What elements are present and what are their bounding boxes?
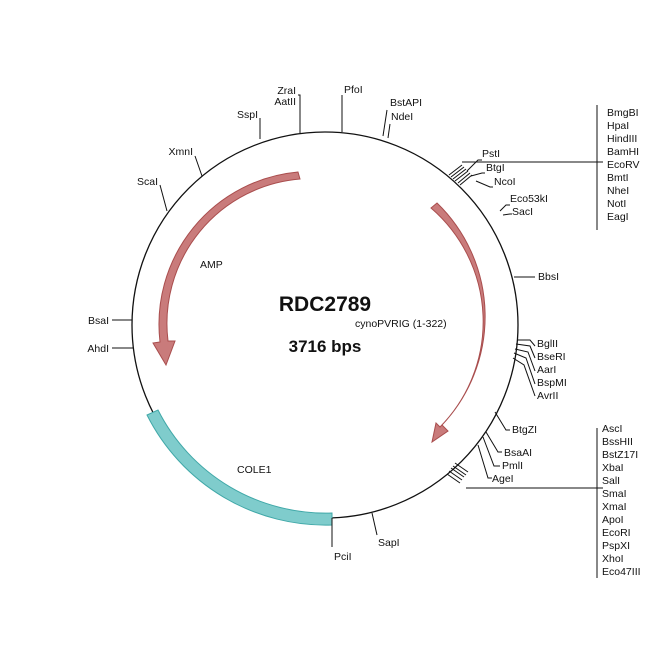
cluster-site-label: BstZ17I <box>602 449 638 461</box>
site-label: NdeI <box>391 111 413 123</box>
plasmid-size: 3716 bps <box>289 337 362 356</box>
cluster-site-label: Eco47III <box>602 566 641 578</box>
cluster-site-label: HpaI <box>607 120 629 132</box>
cluster-site-label: XbaI <box>602 462 624 474</box>
site-cluster-top: BmgBI HpaI HindIII BamHI EcoRV BmtI NheI… <box>607 107 640 223</box>
site-label: AarI <box>537 364 556 376</box>
site-label: AhdI <box>87 343 109 355</box>
site-ticks <box>112 94 603 578</box>
cluster-site-label: NheI <box>607 185 629 197</box>
cluster-site-label: BamHI <box>607 146 639 158</box>
site-label: XmnI <box>168 146 193 158</box>
site-label: SapI <box>378 537 400 549</box>
cluster-site-label: PspXI <box>602 540 630 552</box>
feature-arrow-amp <box>152 171 301 367</box>
site-label: ZraI <box>277 85 296 97</box>
site-label: ScaI <box>137 176 158 188</box>
feature-arrow-cynopvrig <box>430 202 486 444</box>
site-label: PmlI <box>502 460 523 472</box>
site-label: PciI <box>334 551 352 563</box>
site-labels: ZraI AatII PfoI SspI BstAPI NdeI XmnI Ps… <box>87 84 566 563</box>
site-label: BglII <box>537 338 558 350</box>
cluster-site-label: XhoI <box>602 553 624 565</box>
cluster-site-label: SalI <box>602 475 620 487</box>
site-label: NcoI <box>494 176 516 188</box>
site-label: BtgZI <box>512 424 537 436</box>
cluster-site-label: HindIII <box>607 133 637 145</box>
cluster-site-label: NotI <box>607 198 626 210</box>
cluster-site-label: ApoI <box>602 514 624 526</box>
site-label: BsaI <box>88 315 109 327</box>
site-label: BstAPI <box>390 97 422 109</box>
site-label: SspI <box>237 109 258 121</box>
cluster-site-label: BssHII <box>602 436 633 448</box>
feature-label-amp: AMP <box>200 259 223 271</box>
site-label: BbsI <box>538 271 559 283</box>
site-label: BtgI <box>486 162 505 174</box>
site-label: AvrII <box>537 390 558 402</box>
cluster-site-label: SmaI <box>602 488 627 500</box>
feature-label-cole1: COLE1 <box>237 464 272 476</box>
cluster-site-label: EagI <box>607 211 629 223</box>
site-label: AgeI <box>492 473 514 485</box>
cluster-site-label: EcoRV <box>607 159 640 171</box>
site-label: SacI <box>512 206 533 218</box>
cluster-site-label: BmtI <box>607 172 629 184</box>
site-label: BsaAI <box>504 447 532 459</box>
site-label: PfoI <box>344 84 363 96</box>
plasmid-title: RDC2789 <box>279 293 371 316</box>
cluster-site-label: XmaI <box>602 501 627 513</box>
cluster-site-label: EcoRI <box>602 527 631 539</box>
site-label: BseRI <box>537 351 566 363</box>
site-label: AatII <box>274 96 296 108</box>
site-label: PstI <box>482 148 500 160</box>
cluster-site-label: AscI <box>602 423 622 435</box>
feature-label-cynopvrig: cynoPVRIG (1-322) <box>355 318 447 330</box>
cluster-site-label: BmgBI <box>607 107 639 119</box>
site-label: BspMI <box>537 377 567 389</box>
site-cluster-bottom: AscI BssHII BstZ17I XbaI SalI SmaI XmaI … <box>602 423 641 578</box>
site-label: Eco53kI <box>510 193 548 205</box>
